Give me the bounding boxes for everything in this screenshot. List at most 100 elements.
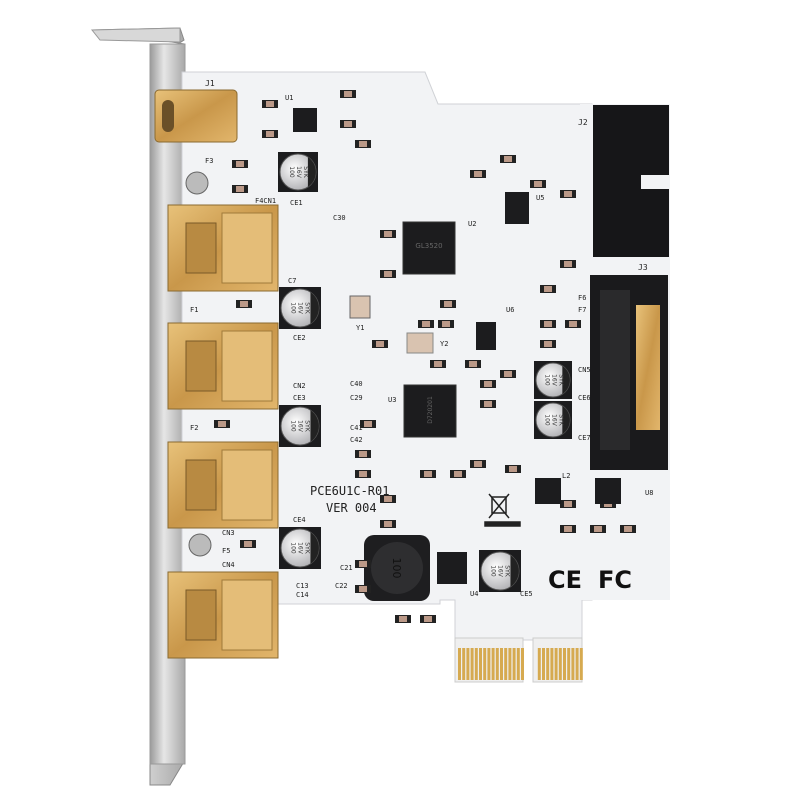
usb-a-ports [167,204,279,659]
smd-component [340,120,356,128]
usb-c-port [154,89,238,143]
smd-component [590,525,606,533]
smd-component [236,300,252,308]
capacitor-marking: SYK [303,420,310,432]
gold-finger [554,648,558,680]
capacitor-marking: 16V [296,542,303,555]
smd-component [530,180,546,188]
smd-component [355,140,371,148]
capacitor-marking: 16V [295,166,302,179]
label-ce1: CE1 [290,199,303,207]
capacitor-marking: 16V [296,302,303,315]
gold-finger [474,648,478,680]
label-f7: F7 [578,306,586,314]
smd-component [560,500,576,508]
label-ce5: CE5 [520,590,533,598]
smd-component [430,360,446,368]
label-ce2: CE2 [293,334,306,342]
smd-component [262,100,278,108]
capacitor-marking: SYK [503,565,510,577]
smd-component [470,460,486,468]
gold-finger [487,648,491,680]
label-ce7: CE7 [578,434,591,442]
smd-component [540,340,556,348]
smd-component [232,160,248,168]
capacitor-marking: SYK [557,374,564,386]
smd-component [560,190,576,198]
gold-finger [491,648,495,680]
label-c22: C22 [335,582,348,590]
label-ce4: CE4 [293,516,306,524]
inductor: 100 [364,535,430,601]
chip-u2: GL3520 [402,221,456,275]
smd-component [565,320,581,328]
label-f5: F5 [222,547,230,555]
capacitor-marking: 100 [289,420,296,432]
gold-finger [521,648,524,680]
capacitor-marking: SYK [557,414,564,426]
capacitor-marking: 100 [543,414,550,426]
chip-u3-marking: D720201 [427,396,434,424]
gold-finger [500,648,503,680]
screw [188,533,212,557]
smd-component [465,360,481,368]
label-f6: F6 [578,294,586,302]
label-c42: C42 [350,436,363,444]
gold-finger [579,648,583,680]
capacitor-marking: SYK [303,542,310,554]
gold-finger [563,648,566,680]
board-model: PCE6U1C-R01 [310,484,389,498]
label-c21: C21 [340,564,353,572]
label-u4: U4 [470,590,478,598]
fcc-mark: FC [598,566,632,594]
gold-finger [479,648,482,680]
smd-component [470,170,486,178]
smd-component [380,270,396,278]
smd-component [262,130,278,138]
smd-component [240,540,256,548]
smd-component [500,155,516,163]
label-cn2: CN2 [293,382,306,390]
usb-a-port [167,204,279,292]
smd-component [480,400,496,408]
capacitor-marking: 16V [296,420,303,433]
smd-component [418,320,434,328]
label-j3: J3 [638,263,648,272]
usb-a-port [167,571,279,659]
gold-finger [542,648,545,680]
capacitor-marking: 100 [289,542,296,554]
gold-finger [512,648,516,680]
label-y1: Y1 [356,324,364,332]
crystal-y1 [349,295,371,319]
label-ce6: CE6 [578,394,591,402]
label-f3: F3 [205,157,213,165]
label-u3: U3 [388,396,396,404]
chip-u3: D720201 [403,384,457,438]
gold-finger [516,648,520,680]
label-c13: C13 [296,582,309,590]
smd-component [420,615,436,623]
inductor-marking: 100 [390,558,403,579]
gold-finger [575,648,579,680]
label-j1: J1 [205,79,215,88]
capacitor-marking: 100 [489,565,496,577]
screw [185,171,209,195]
smd-component [355,585,371,593]
label-u6: U6 [506,306,514,314]
smd-component [380,520,396,528]
gold-finger [550,648,554,680]
label-c40: C40 [350,380,363,388]
label-cn5: CN5 [578,366,591,374]
label-cn1: F4CN1 [255,197,276,205]
label-f1: F1 [190,306,198,314]
smd-component [620,525,636,533]
smd-component [380,495,396,503]
smd-component [500,370,516,378]
sata-power-connector-j3 [590,275,668,470]
gold-finger [567,648,571,680]
smd-component [540,285,556,293]
